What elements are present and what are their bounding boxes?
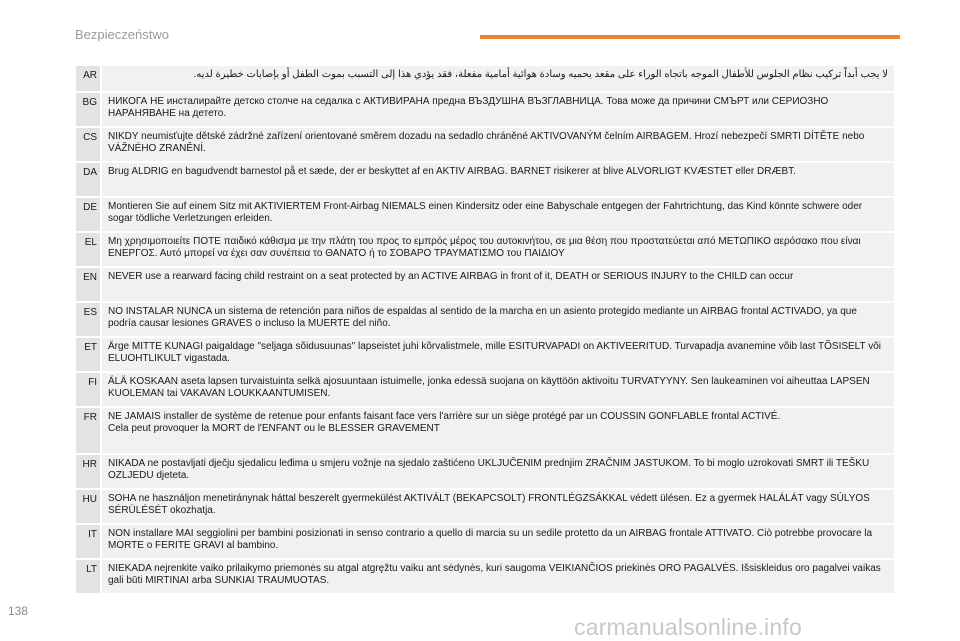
warning-text: NEVER use a rearward facing child restra… <box>100 268 894 301</box>
warning-text: Ärge MITTE KUNAGI paigaldage "seljaga sõ… <box>100 338 894 371</box>
language-code: DA <box>76 163 100 196</box>
warning-text: SOHA ne használjon menetiránynak háttal … <box>100 490 894 523</box>
watermark: carmanualsonline.info <box>574 614 802 640</box>
warning-text: NIEKADA nejrenkite vaiko prilaikymo prie… <box>100 560 894 593</box>
warning-text: НИКОГА НЕ инсталирайте детско столче на … <box>100 93 894 126</box>
warning-text: NIKDY neumisťujte dětské zádržné zařízen… <box>100 128 894 161</box>
language-code: ES <box>76 303 100 336</box>
warning-text: Montieren Sie auf einem Sitz mit AKTIVIE… <box>100 198 894 231</box>
language-code: EN <box>76 268 100 301</box>
warning-text: لا يجب أبداً تركيب نظام الجلوس للأطفال ا… <box>100 66 894 91</box>
language-code: HR <box>76 455 100 488</box>
header-accent-bar <box>480 35 900 39</box>
warning-text: NON installare MAI seggiolini per bambin… <box>100 525 894 558</box>
language-code: EL <box>76 233 100 266</box>
warning-text: ÄLÄ KOSKAAN aseta lapsen turvaistuinta s… <box>100 373 894 406</box>
warning-text: NIKADA ne postavljati dječju sjedalicu l… <box>100 455 894 488</box>
language-code: FI <box>76 373 100 406</box>
language-code: LT <box>76 560 100 593</box>
warning-text: NO INSTALAR NUNCA un sistema de retenció… <box>100 303 894 336</box>
language-code: IT <box>76 525 100 558</box>
language-code: BG <box>76 93 100 126</box>
page-number: 138 <box>8 604 29 618</box>
section-title: Bezpieczeństwo <box>75 27 169 42</box>
warning-text: Μη χρησιμοποιείτε ΠΟΤΕ παιδικό κάθισμα μ… <box>100 233 894 266</box>
language-code: AR <box>76 66 100 91</box>
language-code: HU <box>76 490 100 523</box>
warning-text: Brug ALDRIG en bagudvendt barnestol på e… <box>100 163 894 196</box>
warning-text: NE JAMAIS installer de système de retenu… <box>100 408 894 453</box>
language-code: ET <box>76 338 100 371</box>
language-code: FR <box>76 408 100 453</box>
language-code: DE <box>76 198 100 231</box>
language-code: CS <box>76 128 100 161</box>
